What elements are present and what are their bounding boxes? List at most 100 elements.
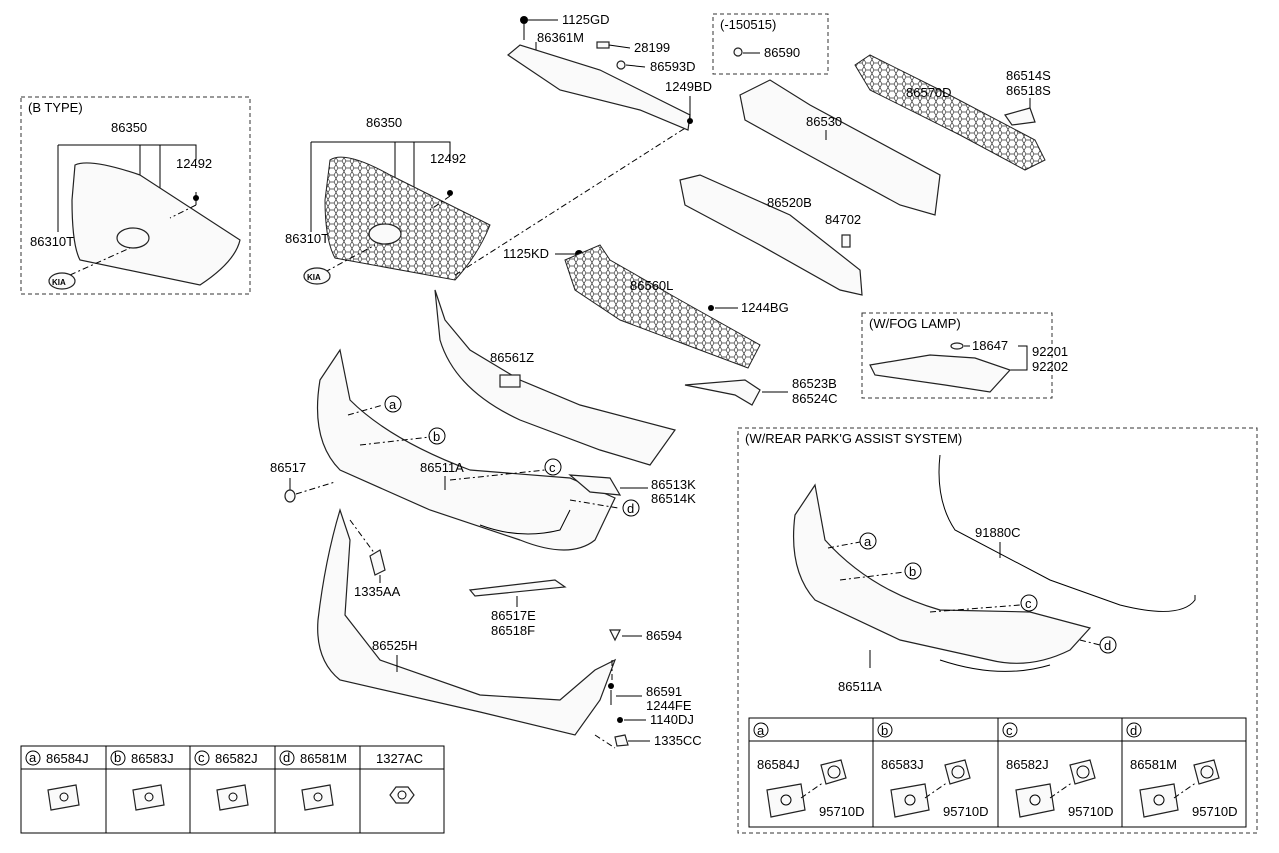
callout-a-text: a [389,397,397,412]
sensor-hole-icon [904,794,916,806]
label-86514S: 86514S [1006,68,1051,83]
legend-left-key-text: d [283,750,290,765]
label-86560L: 86560L [630,278,673,293]
label-86517: 86517 [270,460,306,475]
callout-a-r-text: a [864,534,872,549]
svg-text:KIA: KIA [52,278,66,287]
legend-left-part: 86582J [215,751,258,766]
legend-right-sensor: 95710D [943,804,989,819]
callout-d-r-text: d [1104,638,1111,653]
label-28199: 28199 [634,40,670,55]
legend-right-key-text: c [1006,723,1013,738]
label-1244BG: 1244BG [741,300,789,315]
legend-right-key-d [1126,722,1142,738]
screw-12492 [447,190,453,196]
label-86590: 86590 [764,45,800,60]
legend-right-part: 86582J [1006,757,1049,772]
part-84702 [841,234,851,248]
legend-right-sensor: 95710D [1192,804,1238,819]
label-86350: 86350 [366,115,402,130]
park-sensor-icon [820,759,847,785]
sensor-hole-icon [228,792,238,802]
legend-right-part: 86583J [881,757,924,772]
legend-right-key-c [1002,722,1018,738]
legend-left-key-text: b [114,750,121,765]
lower-bumper-86525H [317,508,617,736]
fog-lamp-box [861,312,1053,399]
sensor-holder-icon [1139,783,1179,818]
callout-b-text: b [433,429,440,444]
code-range-title: (-150515) [720,17,776,32]
legend-right-sensor: 95710D [1068,804,1114,819]
bracket-86514S [1004,107,1036,126]
front-bumper-group: a b c d 86517 86511A 86513K 86514K [270,348,696,551]
label-92201: 92201 [1032,344,1068,359]
park-sensor-face-icon [951,765,965,779]
legend-left-part: 86583J [131,751,174,766]
sensor-holder-icon [132,784,165,811]
legend-right-key-text: b [881,723,888,738]
radiator-top-cover [507,44,691,131]
legend-left-key-text: a [29,750,37,765]
label-92202: 92202 [1032,359,1068,374]
fog-lamp-92201 [869,354,1012,393]
main-emblem [303,267,331,285]
b-type-grille [71,162,241,286]
grille-center-oval [368,223,402,245]
label-1244FE: 1244FE [646,698,692,713]
lower-bumper-group: 86525H 1335AA 86517E 86518F 86594 86591 … [317,508,702,749]
sensor-hole-icon [313,792,323,802]
bumper-cover-86511A-r [792,483,1092,664]
label-86523B: 86523B [792,376,837,391]
callout-a [384,395,402,413]
wiring-91880C [938,454,1196,612]
b-type-title: (B TYPE) [28,100,83,115]
legend-left-key-d [279,750,295,766]
garnish-86523B [684,379,761,406]
part-86561Z-clip [499,374,521,388]
callout-c-r [1020,594,1038,612]
label-12492-b: 12492 [176,156,212,171]
legend-right-part: 86584J [757,757,800,772]
legend-right-part: 86581M [1130,757,1177,772]
sensor-holder-icon [890,783,930,818]
clip-1335CC [614,734,629,747]
lower-grille-86560L [564,244,761,369]
bumper-bracket-86561Z [434,289,676,466]
label-86593D: 86593D [650,59,696,74]
legend-right-sensor: 95710D [819,804,865,819]
top-cover-group: 1125GD 86361M 28199 86593D 1249BD [507,12,712,131]
label-1140DJ: 1140DJ [650,712,694,727]
label-86520B: 86520B [767,195,812,210]
clip-86593D [616,60,626,70]
main-grille [324,156,491,281]
legend-left-key-b [110,750,126,766]
park-sensor-face-icon [1200,765,1214,779]
bulb-18647 [950,342,964,350]
label-1335AA: 1335AA [354,584,401,599]
callout-c-text: c [549,460,556,475]
code-range-box [712,13,829,75]
legend-left-part: 86581M [300,751,347,766]
sensor-holder-icon [216,784,249,811]
label-86518F: 86518F [491,623,535,638]
callout-d [622,499,640,517]
fog-lamp-group: (W/FOG LAMP) 18647 92201 92202 [861,312,1068,399]
sensor-holder-icon [301,784,334,811]
legend-right-key-a [753,722,769,738]
bolt-1140DJ [617,717,623,723]
absorber-86520B [679,174,863,296]
label-18647: 18647 [972,338,1008,353]
legend-right-key-text: a [757,723,765,738]
nut-hole-icon [397,790,407,800]
code-range-group: (-150515) 86590 [712,13,829,75]
label-86530: 86530 [806,114,842,129]
label-86524C: 86524C [792,391,838,406]
label-84702: 84702 [825,212,861,227]
callout-d-text: d [627,501,634,516]
label-86594: 86594 [646,628,682,643]
callout-b-r-text: b [909,564,916,579]
legend-right-key-text: d [1130,723,1137,738]
